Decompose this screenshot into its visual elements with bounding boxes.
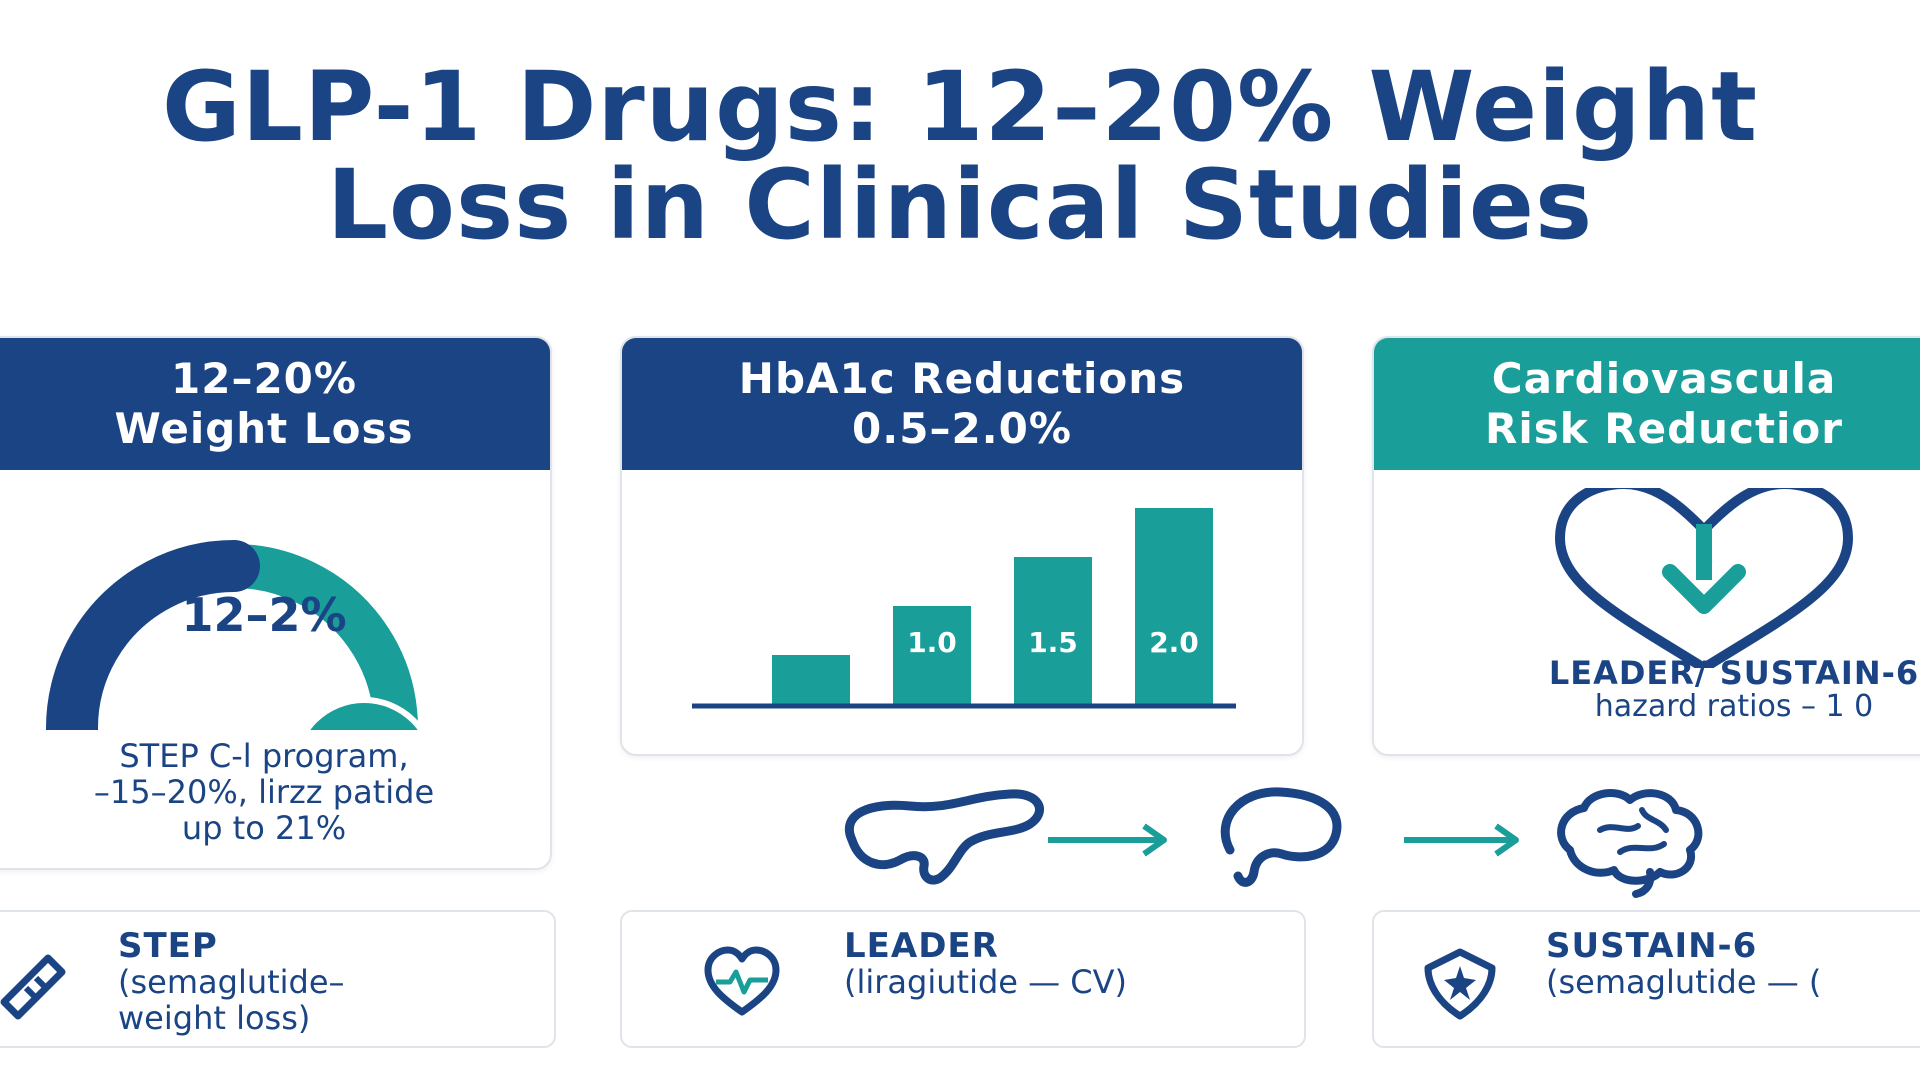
bottom-card-step-sub-2: weight loss): [118, 999, 311, 1037]
arrow-right-icon: [1404, 823, 1519, 857]
title-line-2: Loss in Clinical Studies: [326, 149, 1594, 261]
weight-loss-card: 12–20% Weight Loss 12–2% STEP C-l progra…: [0, 336, 552, 870]
bottom-card-leader-sub-1: (liragiutide — CV): [844, 963, 1128, 1001]
weight-loss-gauge: [46, 540, 426, 730]
gauge-track: [233, 544, 418, 730]
heart-pulse-icon: [704, 946, 780, 1016]
cardio-card-header: Cardiovascula Risk Reductior: [1374, 338, 1920, 470]
title-line-1: GLP-1 Drugs: 12–20% Weight: [162, 51, 1758, 163]
bottom-card-leader-name: LEADER: [844, 926, 999, 966]
weight-loss-heading-line-1: 12–20%: [171, 354, 357, 403]
caption-line-3: up to 21%: [181, 809, 347, 847]
bottom-card-leader: LEADER (liragiutide — CV): [620, 910, 1306, 1048]
arrow-right-icon: [1048, 823, 1167, 857]
gauge-fill: [46, 540, 260, 730]
stomach-icon: [1220, 787, 1342, 887]
syringe-pen-icon: [0, 954, 66, 1020]
hba1c-card: HbA1c Reductions 0.5–2.0% 0.5 1.0 1.5 2.0: [620, 336, 1304, 756]
bottom-card-sustain: SUSTAIN-6 (semaglutide — (: [1372, 910, 1920, 1048]
gauge-value: 12–2%: [181, 588, 347, 642]
pancreas-icon: [844, 789, 1044, 885]
hba1c-bar-label-1: 0.5: [786, 626, 836, 659]
shield-star-icon: [1424, 948, 1496, 1020]
cardio-caption-trials: LEADER/ SUSTAIN-6: [1548, 654, 1920, 692]
caption-line-1: STEP C-l program,: [119, 737, 409, 775]
caption-line-2: –15–20%, lirzz patide: [93, 773, 435, 811]
weight-loss-heading-line-2: Weight Loss: [114, 404, 414, 453]
hba1c-bar-label-4: 2.0: [1149, 626, 1199, 659]
cardio-card: Cardiovascula Risk Reductior LEADER/ SUS…: [1372, 336, 1920, 756]
organ-flow: [844, 787, 1703, 898]
bottom-card-step-name: STEP: [118, 926, 218, 966]
cardio-caption: LEADER/ SUSTAIN-6 hazard ratios – 1 0: [1414, 656, 1920, 724]
hba1c-bar-label-2: 1.0: [907, 626, 957, 659]
cardio-caption-hazard: hazard ratios – 1 0: [1594, 689, 1874, 724]
hba1c-heading-line-2: 0.5–2.0%: [852, 404, 1072, 453]
bottom-card-sustain-sub-1: (semaglutide — (: [1546, 963, 1822, 1001]
hba1c-bar-1: [772, 655, 850, 704]
hba1c-card-header: HbA1c Reductions 0.5–2.0%: [622, 338, 1302, 470]
scale-icon: [302, 697, 426, 730]
bottom-card-step-sub-1: (semaglutide–: [118, 963, 345, 1001]
hba1c-bar-2: [893, 606, 971, 704]
bottom-card-sustain-name: SUSTAIN-6: [1546, 926, 1758, 966]
hba1c-bar-4: [1135, 508, 1213, 704]
bottom-card-step: STEP (semaglutide– weight loss): [0, 910, 556, 1048]
hba1c-bar-chart: 0.5 1.0 1.5 2.0: [692, 508, 1236, 709]
cardio-heading-line-1: Cardiovascula: [1491, 354, 1837, 403]
heart-down-arrow-icon: [1555, 488, 1853, 668]
brain-icon: [1557, 789, 1703, 898]
hba1c-bar-3: [1014, 557, 1092, 704]
page-title: GLP-1 Drugs: 12–20% Weight Loss in Clini…: [0, 58, 1920, 254]
hba1c-heading-line-1: HbA1c Reductions: [738, 354, 1186, 403]
weight-loss-card-header: 12–20% Weight Loss: [0, 338, 550, 470]
hba1c-bar-label-3: 1.5: [1028, 626, 1078, 659]
cardio-heading-line-2: Risk Reductior: [1484, 404, 1844, 453]
weight-loss-caption: STEP C-l program, –15–20%, lirzz patide …: [0, 738, 550, 846]
